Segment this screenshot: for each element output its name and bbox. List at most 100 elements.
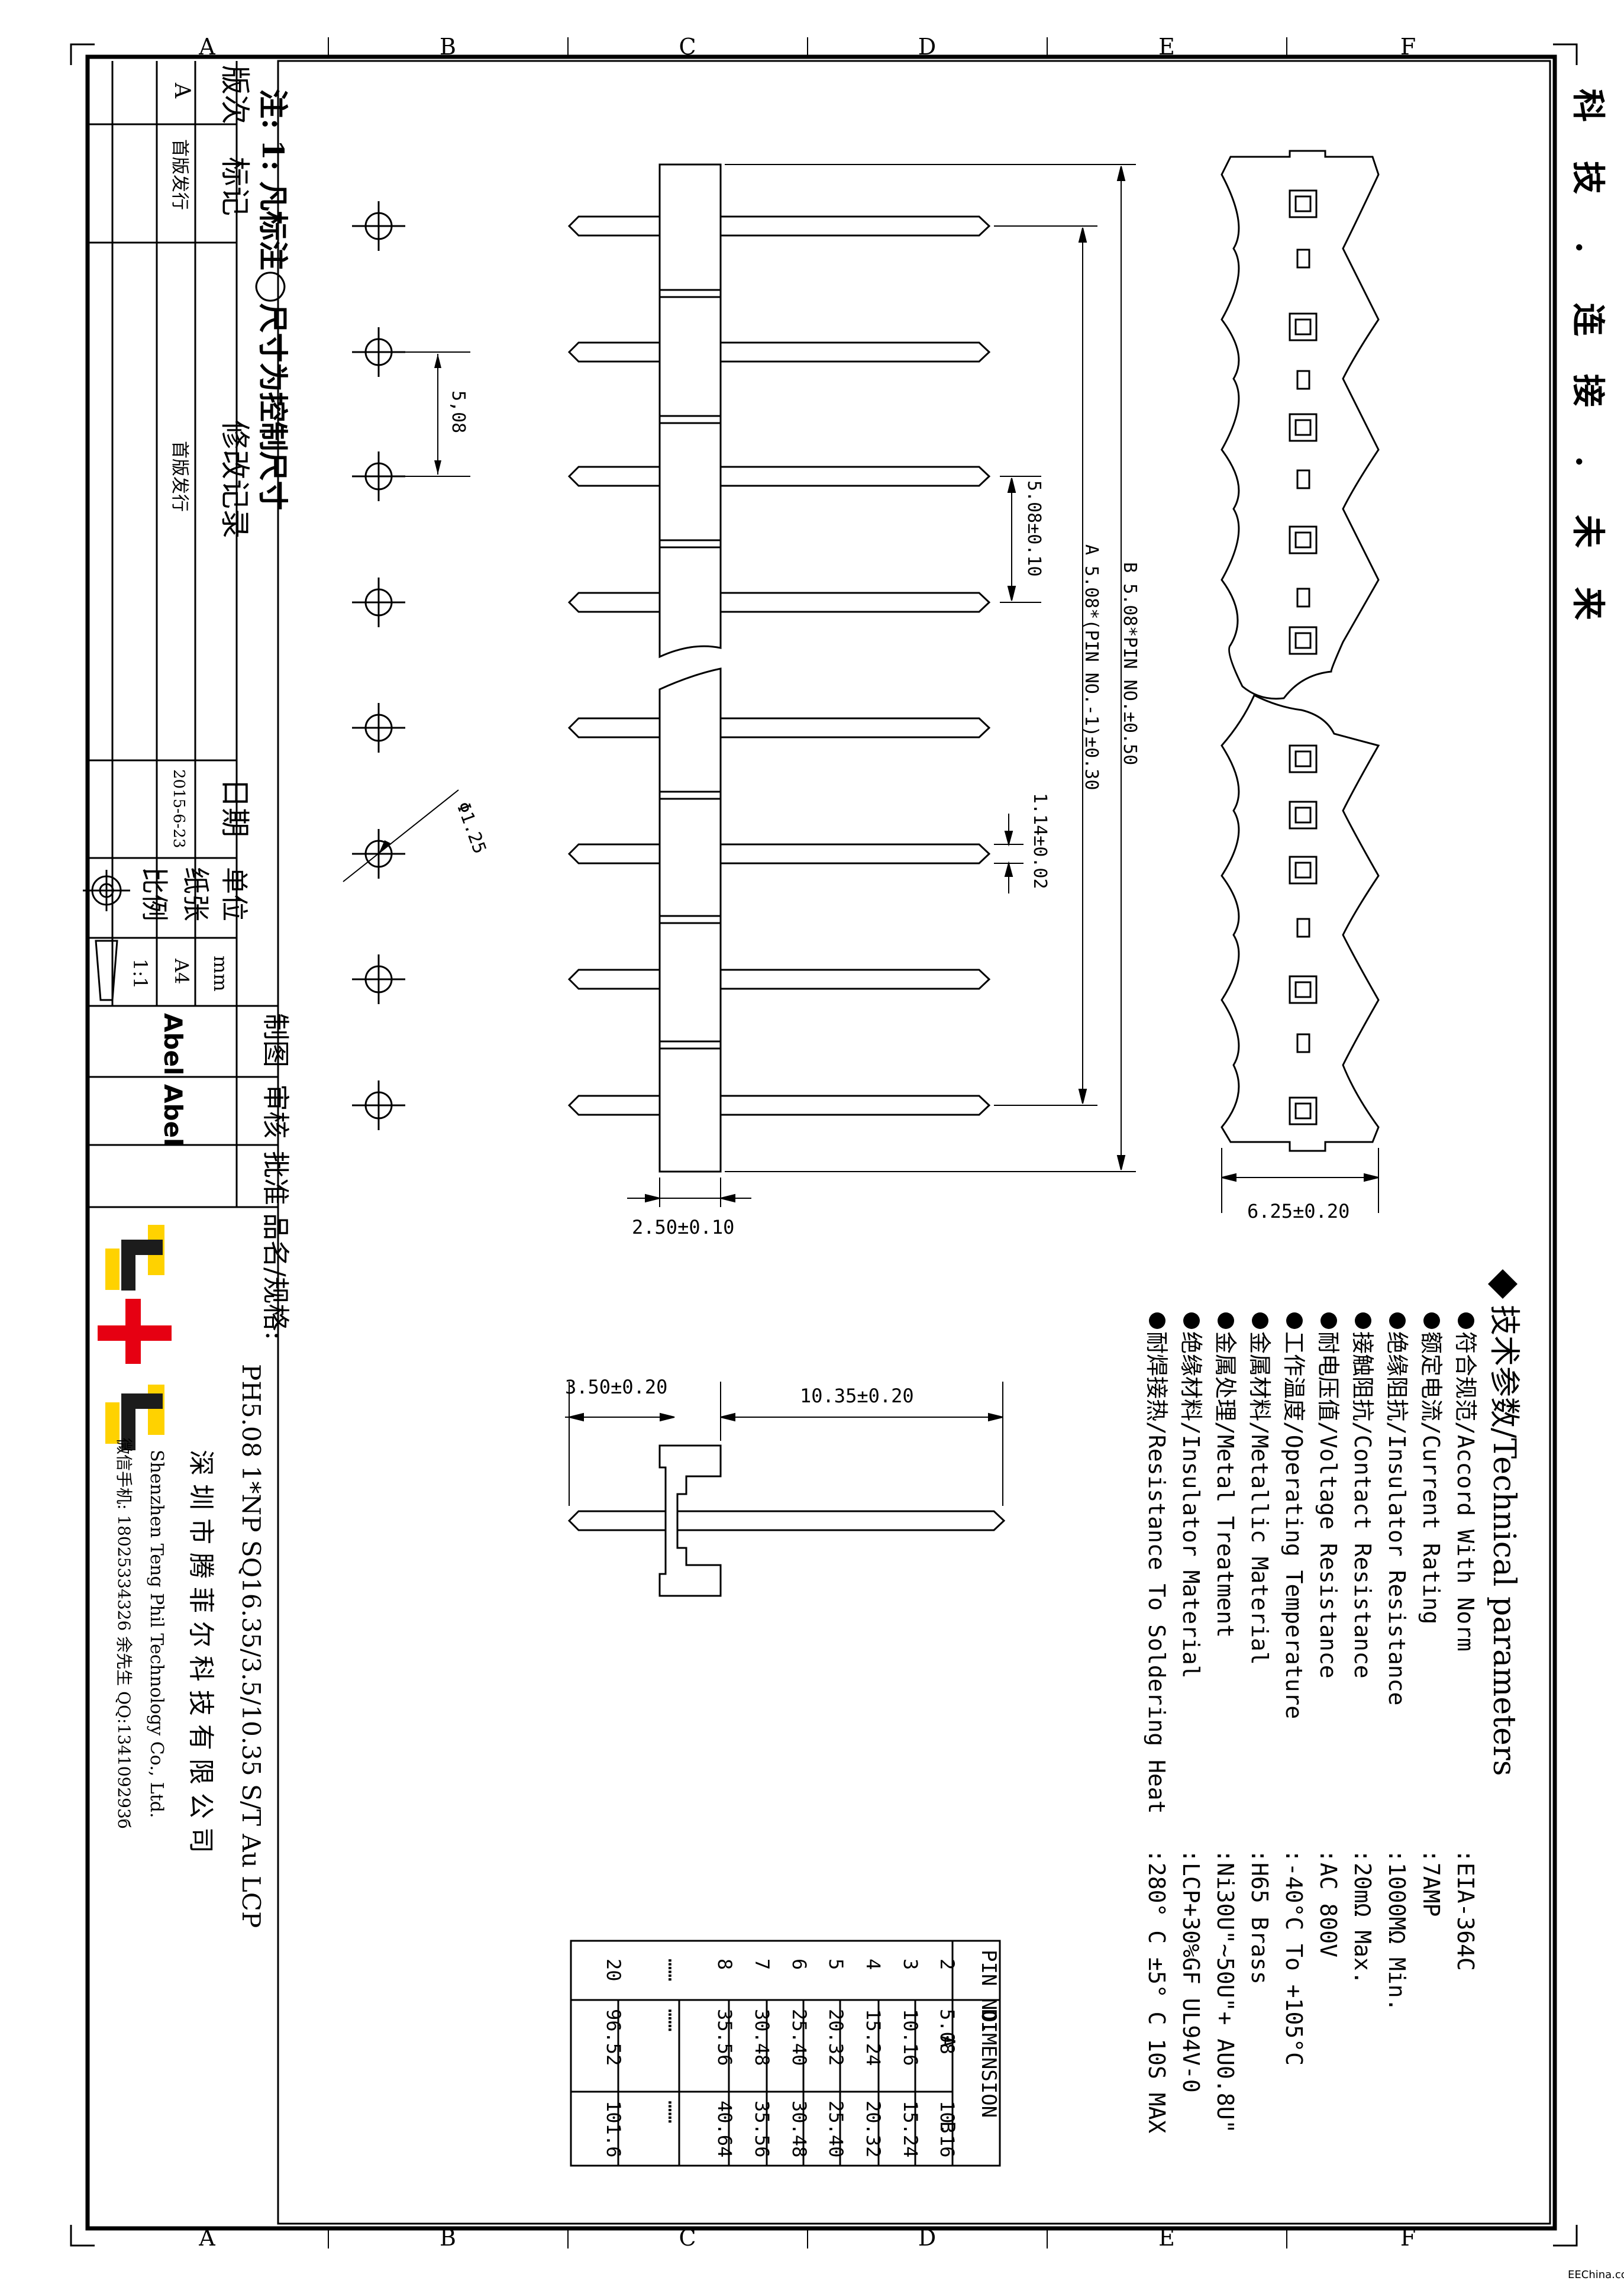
tech-param-row: 符合规范/Accord With Norm :EIA-364C <box>1452 1312 1478 1971</box>
table-row: 5 20.32 25.40 <box>825 1959 847 2157</box>
tech-param-row: 耐电压值/Voltage Resistance :AC 800V <box>1315 1312 1341 1957</box>
header-dimension: DIMENSION <box>977 2009 1000 2118</box>
tech-param-row: 耐焊接热/Resistance To Soldering Heat :280° … <box>1144 1312 1170 2134</box>
table-cell: 25.40 <box>825 2101 847 2157</box>
revision-block: 注: 1: 凡标注◯尺寸为控制尺寸 版次 标记 修改记录 日期 单位 纸张 比例… <box>129 65 290 992</box>
header-a: A <box>935 2035 959 2047</box>
square-pin-icon <box>1289 525 1318 554</box>
param-value: :280° C ±5° C 10S MAX <box>1144 1849 1170 2134</box>
table-cell: 35.56 <box>751 2101 773 2157</box>
pcb-pitch-label: 5,08 <box>448 391 469 433</box>
slogan-char: . <box>1568 241 1607 253</box>
side-long-label: 10.35±0.20 <box>800 1385 914 1407</box>
company-name-cn: 深 圳 市 腾 菲 尔 科 技 有 限 公 司 <box>186 1450 216 1853</box>
zone-letter: C <box>679 34 696 60</box>
pcb-hole <box>352 954 405 1004</box>
tech-parameters: 技术参数/Technical parameters 符合规范/Accord Wi… <box>1144 1269 1522 2134</box>
pin <box>567 215 991 237</box>
tech-param-row: 绝缘材料/Insulator Material :LCP+30%GF UL94V… <box>1178 1312 1204 2093</box>
side-pin <box>567 1510 1006 1531</box>
bullet-icon <box>1286 1312 1303 1329</box>
table-cell: 25.40 <box>788 2009 811 2066</box>
square-pin-icon <box>1289 975 1318 1004</box>
product-value: PH5.08 1*NP SQ16.35/3.5/10.35 S/T Au LCP <box>237 1364 266 1928</box>
housing-upper <box>658 163 722 659</box>
record-value: 首版发行 <box>169 441 190 512</box>
pin <box>567 1095 991 1116</box>
pin <box>567 969 991 990</box>
tape-view <box>1221 150 1380 1152</box>
param-name: 金属材料/Metallic Material <box>1247 1331 1273 1665</box>
dim-b-label: B 5.08*PIN NO.±0.50 <box>1119 562 1140 765</box>
tape-slot <box>1296 918 1310 938</box>
tape-slot <box>1296 588 1310 608</box>
pitch-dim-label: 5.08±0.10 <box>1024 480 1044 577</box>
pin <box>567 341 991 363</box>
slogan-char: 连 <box>1568 303 1607 336</box>
table-cell: 20.32 <box>825 2009 847 2066</box>
table-cell: 30.48 <box>751 2009 773 2066</box>
slogan-char: 接 <box>1568 374 1607 407</box>
zone-letter: D <box>918 2225 936 2251</box>
table-cell: 96.52 <box>602 2009 625 2066</box>
table-cell: 6 <box>788 1959 811 1970</box>
diamond-icon <box>1488 1269 1518 1299</box>
header-b: B <box>935 2121 959 2133</box>
table-row: 6 25.40 30.48 <box>788 1959 811 2157</box>
table-cell: 15.24 <box>862 2009 884 2066</box>
approval-block: 制图 审核 批准 Abel Abel <box>159 1013 292 1205</box>
dimension-table: PIN NO. DIMENSION A B 25.0810.16310.1615… <box>570 1940 1001 2167</box>
param-value: :LCP+30%GF UL94V-0 <box>1178 1849 1204 2093</box>
pin <box>567 592 991 613</box>
param-value: :Ni30U"~50U"+ AU0.8U" <box>1212 1849 1238 2133</box>
tape-slot <box>1296 469 1310 489</box>
zone-letter: A <box>198 2225 215 2251</box>
table-cell: 10.16 <box>899 2009 922 2066</box>
table-cell: 4 <box>862 1959 884 1970</box>
bullet-icon <box>1355 1312 1371 1329</box>
company-block: 品名/规格: PH5.08 1*NP SQ16.35/3.5/10.35 S/T… <box>114 1213 292 1928</box>
table-cell: 40.64 <box>713 2101 736 2157</box>
dim-a-label: A 5.08*(PIN NO.-1)±0.30 <box>1081 544 1102 790</box>
slogan-char: 来 <box>1568 587 1607 620</box>
zone-letter: A <box>198 34 215 60</box>
param-value: :EIA-364C <box>1452 1849 1478 1971</box>
param-name: 金属处理/Metal Treatment <box>1212 1331 1238 1638</box>
title-block-lines <box>88 61 278 1207</box>
param-value: :AC 800V <box>1315 1849 1341 1957</box>
pin-width-label: 1.14±0.02 <box>1029 793 1050 889</box>
table-cell: 35.56 <box>713 2009 736 2066</box>
housing-width-label: 2.50±0.10 <box>632 1216 734 1238</box>
company-logo-icon <box>98 1225 172 1450</box>
front-view <box>567 163 991 1173</box>
pcb-hole-pattern <box>343 201 470 1130</box>
date-value: 2015-6-23 <box>170 769 188 848</box>
slogan-char: . <box>1568 456 1607 467</box>
tech-param-row: 绝缘阻抗/Insulator Resistance :1000MΩ Min. <box>1384 1312 1410 2012</box>
drawing-frame <box>70 37 1578 2248</box>
param-name: 耐焊接热/Resistance To Soldering Heat <box>1144 1331 1170 1814</box>
pcb-hole <box>352 1080 405 1130</box>
scale-label: 比例 <box>138 867 170 921</box>
tape-dimension <box>1221 1148 1379 1213</box>
tape-slot <box>1296 249 1310 269</box>
param-name: 接触阻抗/Contact Resistance <box>1349 1331 1376 1679</box>
projection-symbol-icon <box>83 870 130 1001</box>
table-cell: 101.6 <box>602 2101 625 2157</box>
draw-name: Abel <box>159 1013 188 1075</box>
pin <box>567 717 991 738</box>
header-pin: PIN NO. <box>977 1950 1000 2034</box>
table-cell: 5 <box>825 1959 847 1970</box>
tape-slot <box>1296 370 1310 390</box>
table-cell: 30.48 <box>788 2101 811 2157</box>
table-cell: …… <box>664 2101 686 2124</box>
check-name: Abel <box>159 1084 188 1146</box>
square-pin-icon <box>1289 744 1318 773</box>
zone-letter: B <box>440 34 456 60</box>
slogan: 科 技 . 连 接 . 未 来 <box>1568 89 1607 620</box>
